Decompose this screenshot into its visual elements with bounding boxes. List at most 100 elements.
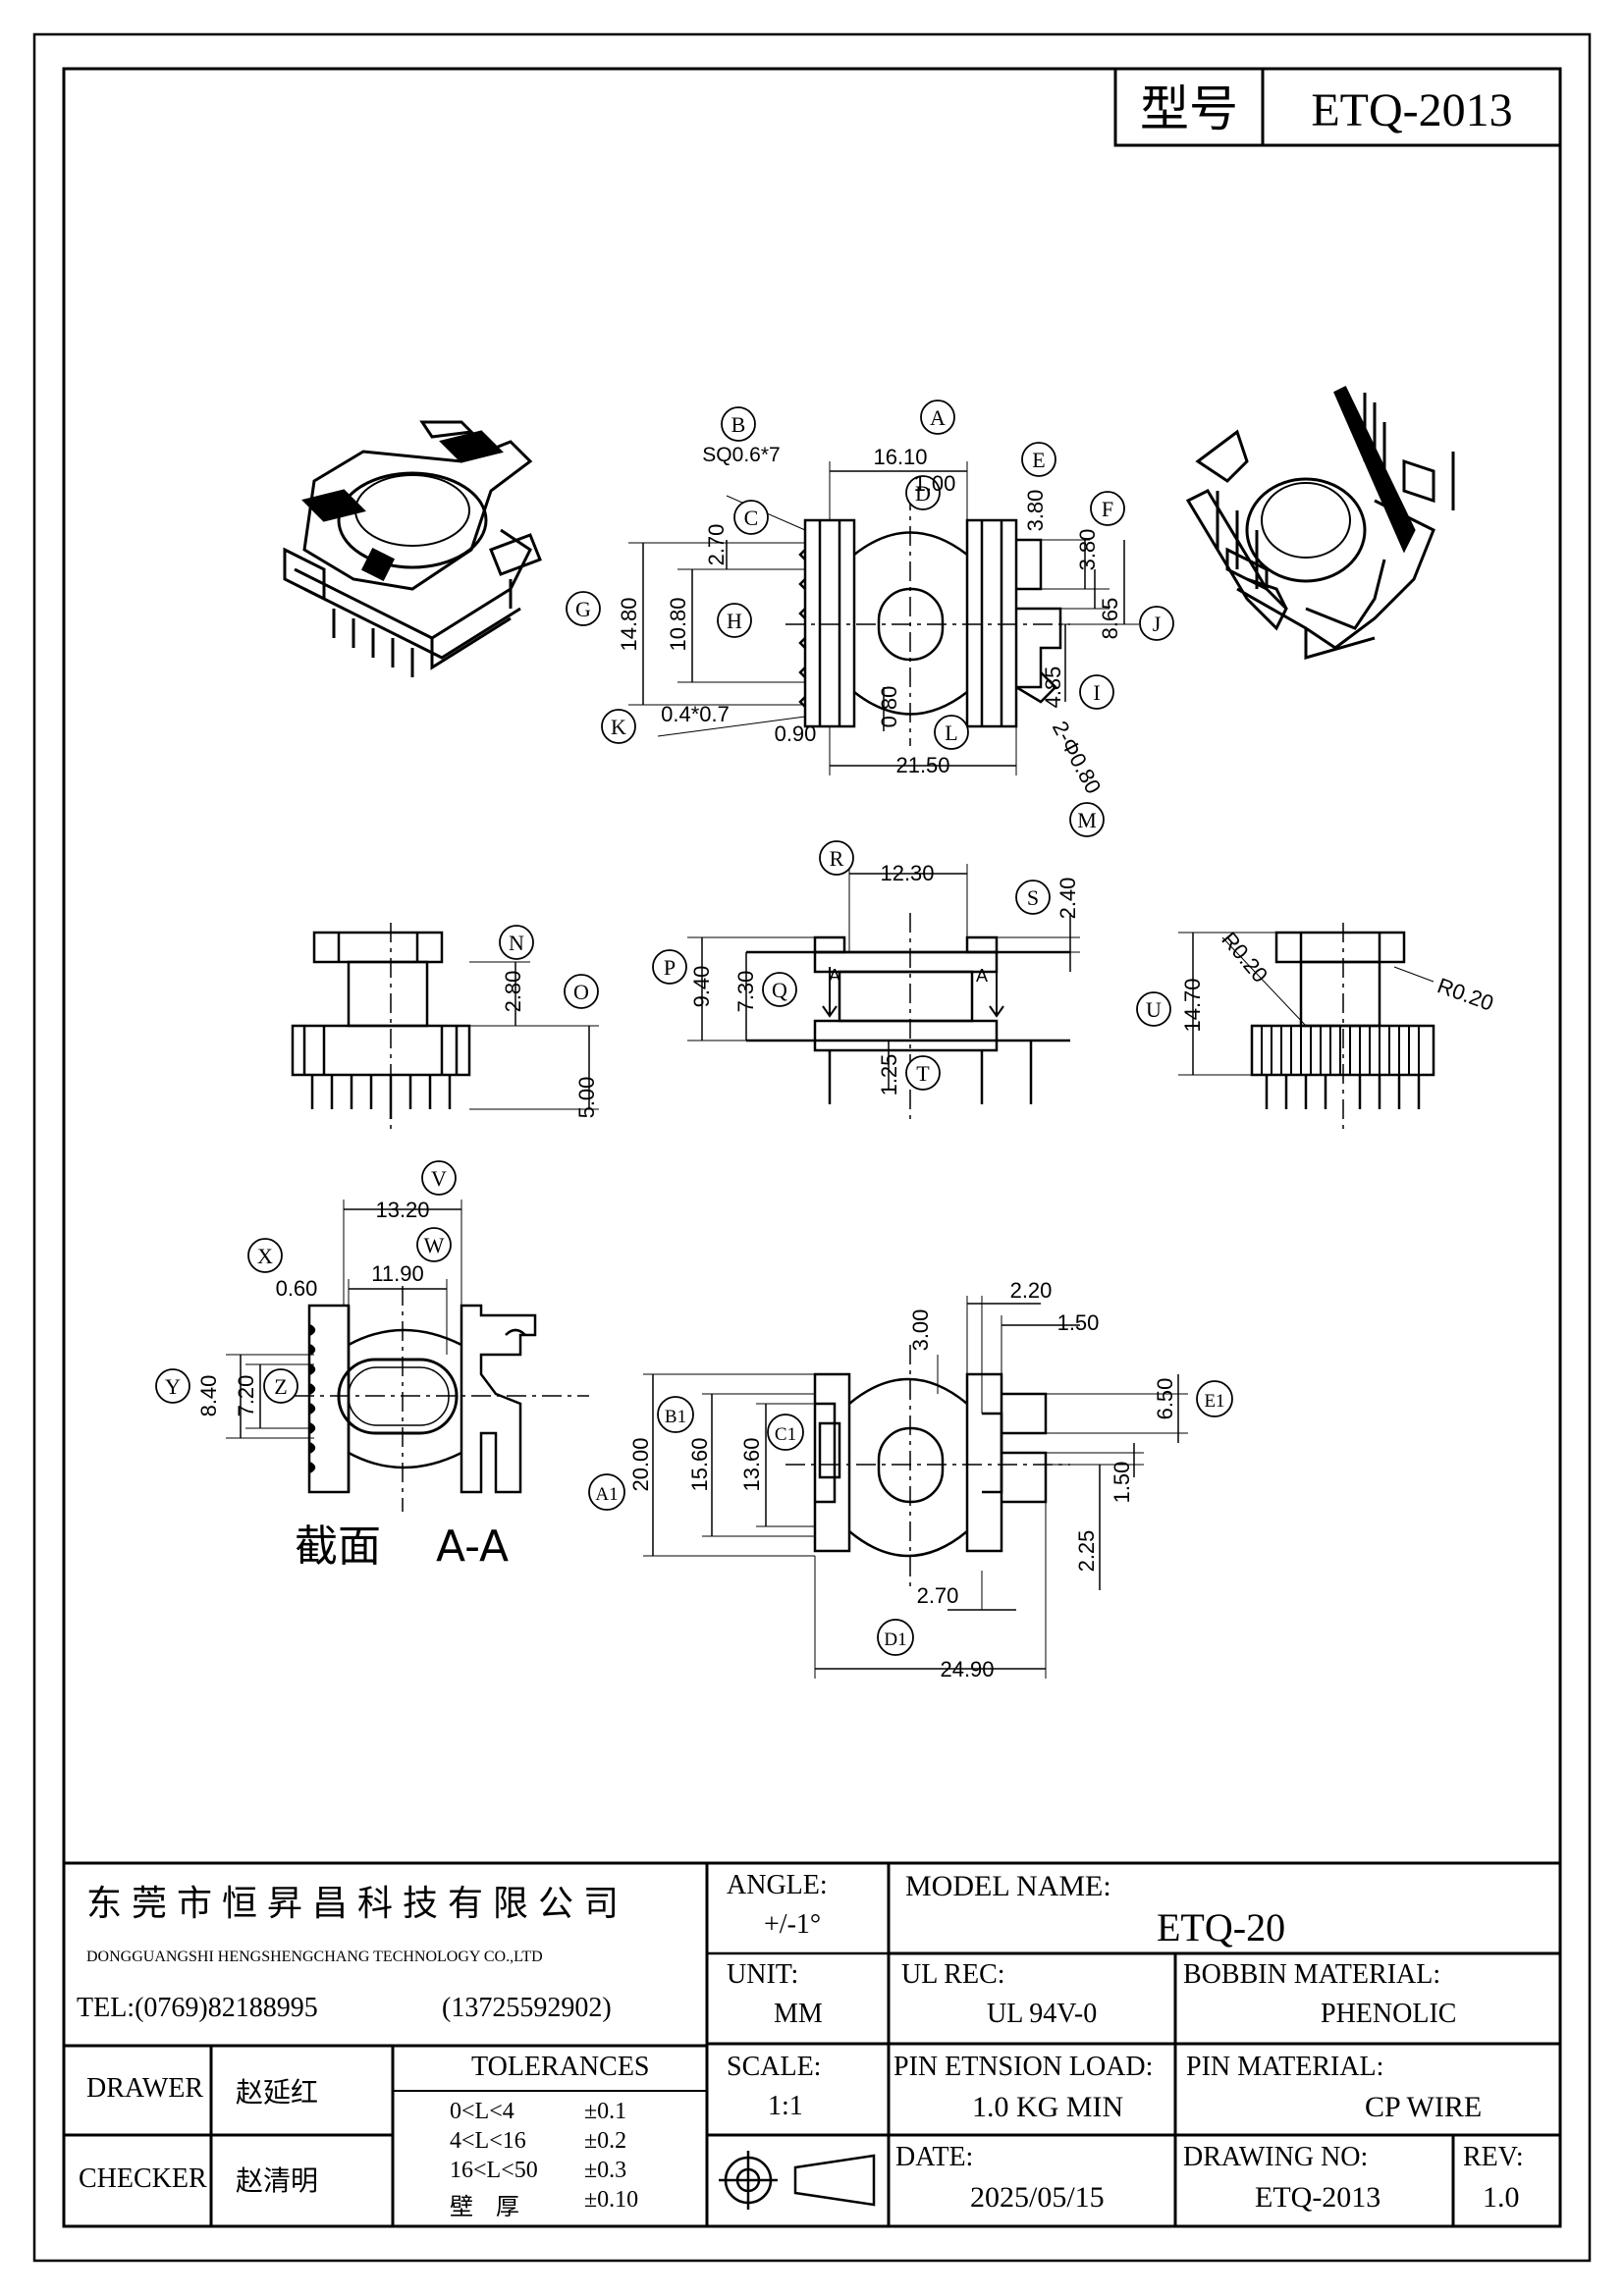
svg-text:U: U xyxy=(1146,997,1162,1022)
dim-10-80: 10.80 xyxy=(666,597,690,651)
model-header-box: 型号 ETQ-2013 xyxy=(1113,67,1562,147)
dim-0-60: 0.60 xyxy=(276,1276,318,1301)
svg-text:B: B xyxy=(731,412,746,437)
callout-o: O xyxy=(564,974,599,1009)
note-sq: SQ0.6*7 xyxy=(702,444,780,466)
dim-8-40: 8.40 xyxy=(196,1375,221,1417)
dim-1-25: 1.25 xyxy=(877,1054,901,1096)
callout-b: B xyxy=(721,406,756,442)
dim-20-00: 20.00 xyxy=(628,1437,653,1491)
svg-text:R: R xyxy=(830,846,844,871)
dim-11-90: 11.90 xyxy=(371,1261,423,1286)
dim-3-80-f: 3.80 xyxy=(1075,529,1100,571)
callout-g: G xyxy=(566,591,601,626)
section-mark-right: A xyxy=(976,966,988,986)
callout-a: A xyxy=(920,400,955,435)
dim-14-80: 14.80 xyxy=(617,597,641,651)
callout-c1: C1 xyxy=(767,1414,804,1451)
pin-mat-value: CP WIRE xyxy=(1365,2091,1483,2123)
tol-value-1: ±0.1 xyxy=(584,2099,627,2124)
callout-i: I xyxy=(1079,674,1114,710)
angle-label: ANGLE: xyxy=(727,1870,828,1900)
pin-load-value: 1.0 KG MIN xyxy=(972,2091,1124,2123)
front-view xyxy=(687,864,1080,1119)
iso-view-left xyxy=(283,420,542,677)
callout-m: M xyxy=(1069,802,1105,837)
callout-e: E xyxy=(1021,442,1056,477)
svg-text:B1: B1 xyxy=(665,1407,686,1427)
callout-v: V xyxy=(421,1160,457,1196)
svg-text:W: W xyxy=(424,1233,445,1257)
callouts: A B C D E F G H I J K L M N O P Q R S T … xyxy=(155,400,1233,1656)
callout-j: J xyxy=(1139,606,1174,641)
drawer-label: DRAWER xyxy=(86,2073,204,2104)
dim-15-60: 15.60 xyxy=(687,1437,712,1491)
outer-border xyxy=(32,32,1592,2263)
callout-c: C xyxy=(733,500,769,535)
dim-1-00: 1.00 xyxy=(914,471,956,496)
title-block-grid xyxy=(64,1861,1560,2226)
dim-14-70: 14.70 xyxy=(1180,978,1205,1032)
tol-range-1: 0<L<4 xyxy=(450,2099,514,2124)
svg-text:Q: Q xyxy=(772,978,787,1002)
dim-r020-right: R0.20 xyxy=(1435,973,1497,1016)
dim-7-30: 7.30 xyxy=(733,971,758,1013)
dim-1-50-top: 1.50 xyxy=(1057,1310,1100,1335)
section-mark-left: A xyxy=(829,966,840,986)
dim-2-80: 2.80 xyxy=(501,971,525,1013)
tol-value-4: ±0.10 xyxy=(584,2187,639,2213)
dim-2-25: 2.25 xyxy=(1074,1530,1099,1573)
svg-text:D1: D1 xyxy=(884,1629,906,1650)
callout-u: U xyxy=(1136,991,1171,1027)
dim-8-65: 8.65 xyxy=(1098,598,1122,640)
drawer-name: 赵延红 xyxy=(236,2076,319,2109)
rev-label: REV: xyxy=(1463,2142,1524,2172)
callout-b1: B1 xyxy=(657,1396,694,1433)
dim-2-40: 2.40 xyxy=(1056,878,1080,920)
svg-text:N: N xyxy=(509,931,524,955)
svg-text:E: E xyxy=(1032,448,1045,472)
unit-label: UNIT: xyxy=(727,1959,799,1990)
side-view-left xyxy=(291,923,599,1129)
dim-2-phi: 2-Φ0.80 xyxy=(1048,717,1107,797)
svg-text:F: F xyxy=(1102,497,1113,521)
dim-1-50-side: 1.50 xyxy=(1110,1462,1134,1504)
svg-text:P: P xyxy=(664,955,676,980)
svg-text:D: D xyxy=(915,481,931,506)
projection-symbol xyxy=(719,2151,876,2210)
svg-text:V: V xyxy=(431,1166,447,1191)
dim-12-30: 12.30 xyxy=(880,861,934,885)
callout-k: K xyxy=(601,709,636,744)
note-04x07: 0.4*0.7 xyxy=(661,702,730,726)
callout-s: S xyxy=(1015,880,1051,915)
section-view xyxy=(226,1200,589,1512)
company-tel: TEL:(0769)82188995 xyxy=(77,1993,318,2023)
tol-range-3: 16<L<50 xyxy=(450,2158,538,2183)
callout-w: W xyxy=(416,1227,452,1262)
svg-text:L: L xyxy=(945,721,957,745)
svg-text:J: J xyxy=(1153,612,1162,636)
svg-text:X: X xyxy=(257,1244,273,1268)
svg-text:T: T xyxy=(916,1061,930,1086)
callout-q: Q xyxy=(762,972,797,1007)
tol-range-2: 4<L<16 xyxy=(450,2128,526,2154)
svg-text:C1: C1 xyxy=(775,1424,796,1445)
svg-text:A1: A1 xyxy=(595,1484,618,1505)
angle-value: +/-1° xyxy=(764,1909,822,1940)
callout-x: X xyxy=(247,1238,283,1273)
unit-value: MM xyxy=(774,1999,823,2029)
model-header-value: ETQ-2013 xyxy=(1311,84,1512,136)
drawing-no-value: ETQ-2013 xyxy=(1255,2181,1381,2214)
inner-border xyxy=(62,67,1562,2228)
checker-name: 赵清明 xyxy=(236,2164,319,2197)
dim-3-80-e: 3.80 xyxy=(1023,490,1048,532)
svg-text:Z: Z xyxy=(274,1374,287,1399)
callout-a1: A1 xyxy=(588,1473,625,1511)
dim-2-70: 2.70 xyxy=(704,524,729,566)
bottom-view xyxy=(643,1296,1188,1679)
svg-text:I: I xyxy=(1093,680,1100,705)
dim-24-90: 24.90 xyxy=(940,1657,994,1682)
callout-p: P xyxy=(652,949,687,985)
tol-range-4: 壁 厚 xyxy=(450,2193,519,2220)
company-mobile: (13725592902) xyxy=(442,1993,612,2023)
